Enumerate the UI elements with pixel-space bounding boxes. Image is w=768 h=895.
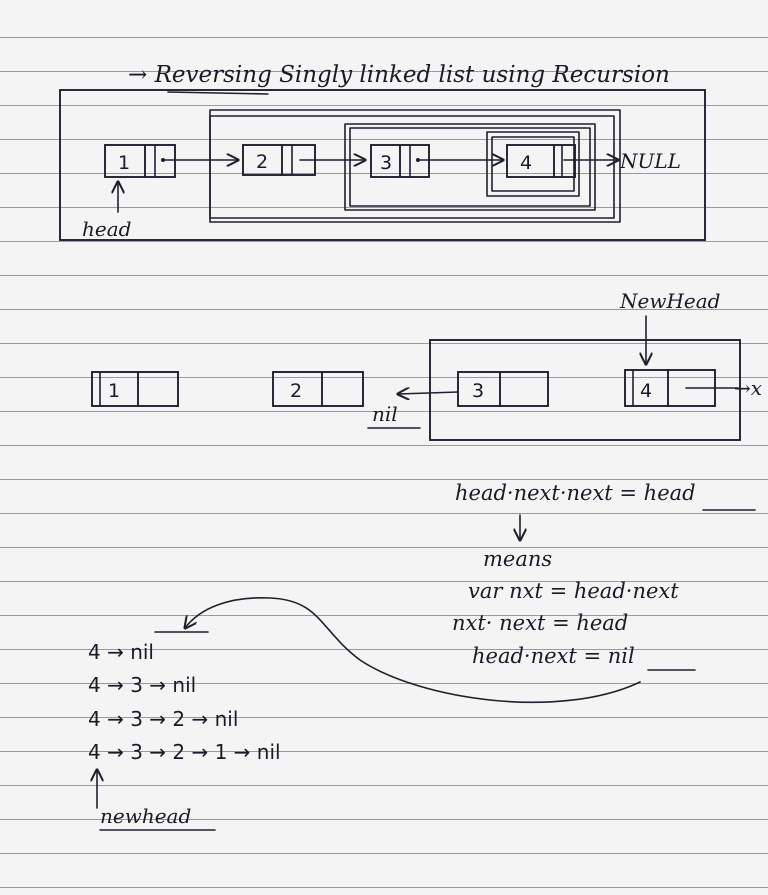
bottom-node-3: 3 (457, 371, 549, 407)
explanation-line-3-prefix: head·next = (472, 644, 608, 668)
result-line-4: 4 → 3 → 2 → 1 → nil (88, 740, 281, 764)
explanation-line-1: var nxt = head·next (468, 579, 679, 603)
explanation-line-2: nxt· next = head (452, 611, 628, 635)
top-node-3: 3 (370, 144, 430, 178)
result-line-3: 4 → 3 → 2 → nil (88, 707, 238, 731)
newhead-label: newhead (100, 804, 191, 828)
x-mark: →x (734, 376, 762, 400)
bottom-node-1-value: 1 (108, 380, 120, 402)
new-head-label: NewHead (619, 289, 720, 313)
explanation-line-3-nil: nil (608, 644, 635, 668)
result-line-2: 4 → 3 → nil (88, 673, 196, 697)
bottom-node-1: 1 (91, 371, 179, 407)
bottom-node-2: 2 (272, 371, 364, 407)
top-node-4-value: 4 (520, 152, 532, 174)
bottom-node-3-value: 3 (472, 380, 484, 402)
recursion-frame-4 (486, 131, 580, 197)
recursion-frame-bottom (429, 339, 741, 441)
nil-label: nil (372, 402, 398, 426)
explanation-main: head·next·next = head (455, 481, 696, 505)
result-line-1: 4 → nil (88, 640, 154, 664)
arrow-3-to-nil (398, 392, 459, 394)
explanation-line-3: head·next = nil (472, 644, 635, 668)
recursion-frame-2-inner (209, 115, 615, 219)
head-label: head (82, 217, 131, 241)
curved-connector-arrow (185, 597, 641, 704)
null-label: NULL (619, 149, 681, 173)
top-node-1-value: 1 (118, 152, 130, 174)
top-node-3-value: 3 (380, 152, 392, 174)
explanation-means: means (483, 547, 552, 571)
top-node-4: 4 (506, 144, 576, 178)
top-node-2-value: 2 (256, 151, 268, 173)
page-title: → Reversing Singly linked list using Rec… (128, 62, 670, 88)
recursion-frame-outer (59, 89, 706, 241)
bottom-node-2-value: 2 (290, 380, 302, 402)
bottom-node-4-value: 4 (640, 380, 652, 402)
recursion-frame-3 (344, 123, 596, 211)
recursion-frame-3-inner (349, 127, 591, 207)
title-underline (167, 91, 269, 95)
top-node-1: 1 (104, 144, 176, 178)
